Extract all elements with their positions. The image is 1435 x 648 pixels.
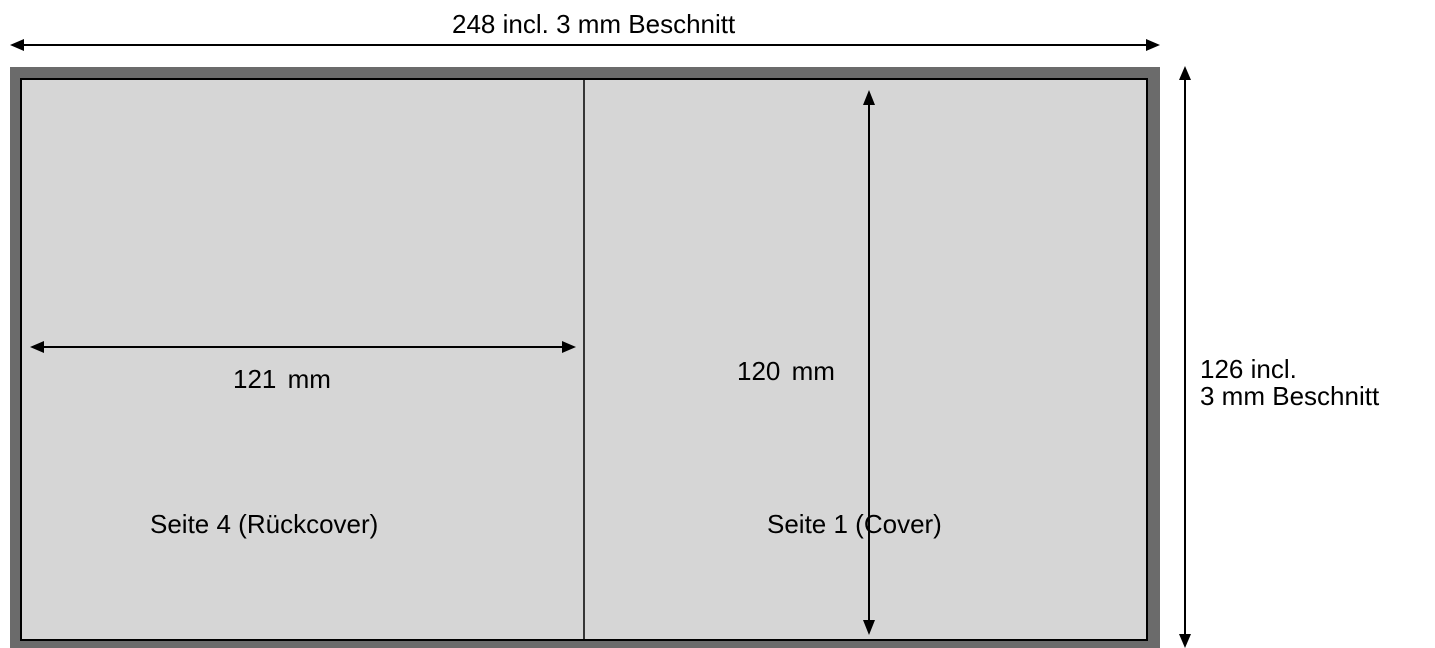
page-width-label: 121 mm [233, 364, 331, 394]
total-height-label-line1: 126 incl. [1200, 354, 1297, 384]
page-height-arrow [863, 90, 875, 635]
total-height-label-line2: 3 mm Beschnitt [1200, 381, 1380, 411]
total-height-arrow [1179, 66, 1191, 648]
front-page-label: Seite 1 (Cover) [767, 509, 942, 539]
page-width-arrow [30, 341, 576, 353]
page-height-label: 120 mm [737, 356, 835, 386]
total-width-label: 248 incl. 3 mm Beschnitt [452, 9, 736, 39]
total-width-arrow [10, 39, 1160, 51]
back-page-label: Seite 4 (Rückcover) [150, 509, 379, 539]
